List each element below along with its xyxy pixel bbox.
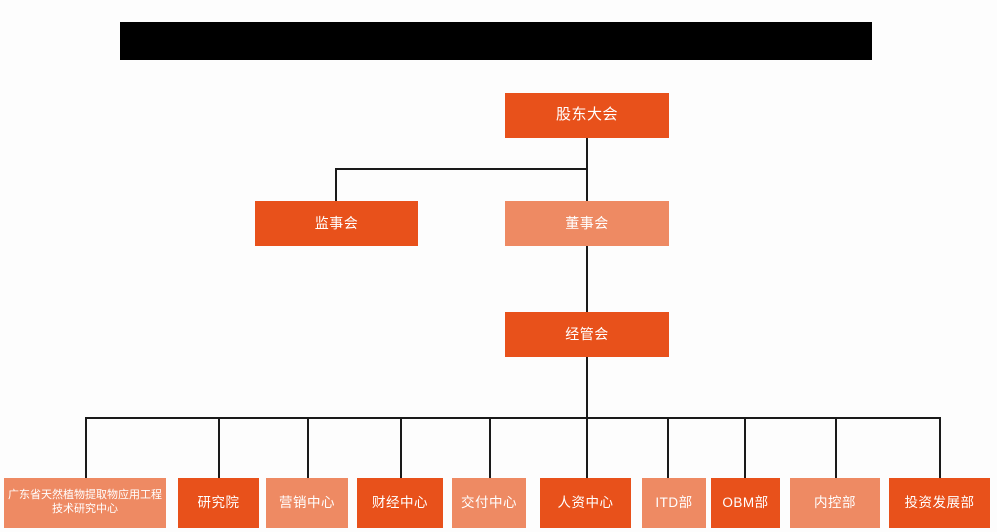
connector-management-down (586, 357, 588, 418)
node-hr-center[interactable]: 人资中心 (540, 478, 631, 528)
connector-level2-horizontal (335, 168, 587, 170)
connector-drop-research-center (85, 417, 87, 478)
node-institute[interactable]: 研究院 (178, 478, 259, 528)
node-shareholders-meeting[interactable]: 股东大会 (505, 93, 669, 138)
connector-drop-hr (586, 417, 588, 478)
connector-drop-investment (939, 417, 941, 478)
connector-drop-internal-control (835, 417, 837, 478)
node-board-of-directors[interactable]: 董事会 (505, 201, 669, 246)
connector-supervisors-down (335, 168, 337, 201)
node-board-of-supervisors[interactable]: 监事会 (255, 201, 418, 246)
node-itd-department[interactable]: ITD部 (642, 478, 706, 528)
connector-departments-trunk (86, 417, 941, 419)
connector-directors-down (586, 168, 588, 201)
connector-shareholders-down (586, 138, 588, 169)
node-internal-control-department[interactable]: 内控部 (790, 478, 880, 528)
connector-drop-delivery (489, 417, 491, 478)
connector-drop-itd (667, 417, 669, 478)
connector-directors-to-management (586, 246, 588, 312)
node-marketing-center[interactable]: 营销中心 (266, 478, 348, 528)
node-delivery-center[interactable]: 交付中心 (452, 478, 526, 528)
node-obm-department[interactable]: OBM部 (711, 478, 780, 528)
connector-drop-obm (744, 417, 746, 478)
connector-drop-marketing (307, 417, 309, 478)
connector-drop-finance (400, 417, 402, 478)
connector-drop-institute (218, 417, 220, 478)
node-investment-development-department[interactable]: 投资发展部 (889, 478, 990, 528)
redacted-title-banner (120, 22, 872, 60)
node-finance-center[interactable]: 财经中心 (357, 478, 443, 528)
node-guangdong-research-center[interactable]: 广东省天然植物提取物应用工程技术研究中心 (4, 478, 166, 528)
node-management-committee[interactable]: 经管会 (505, 312, 669, 357)
